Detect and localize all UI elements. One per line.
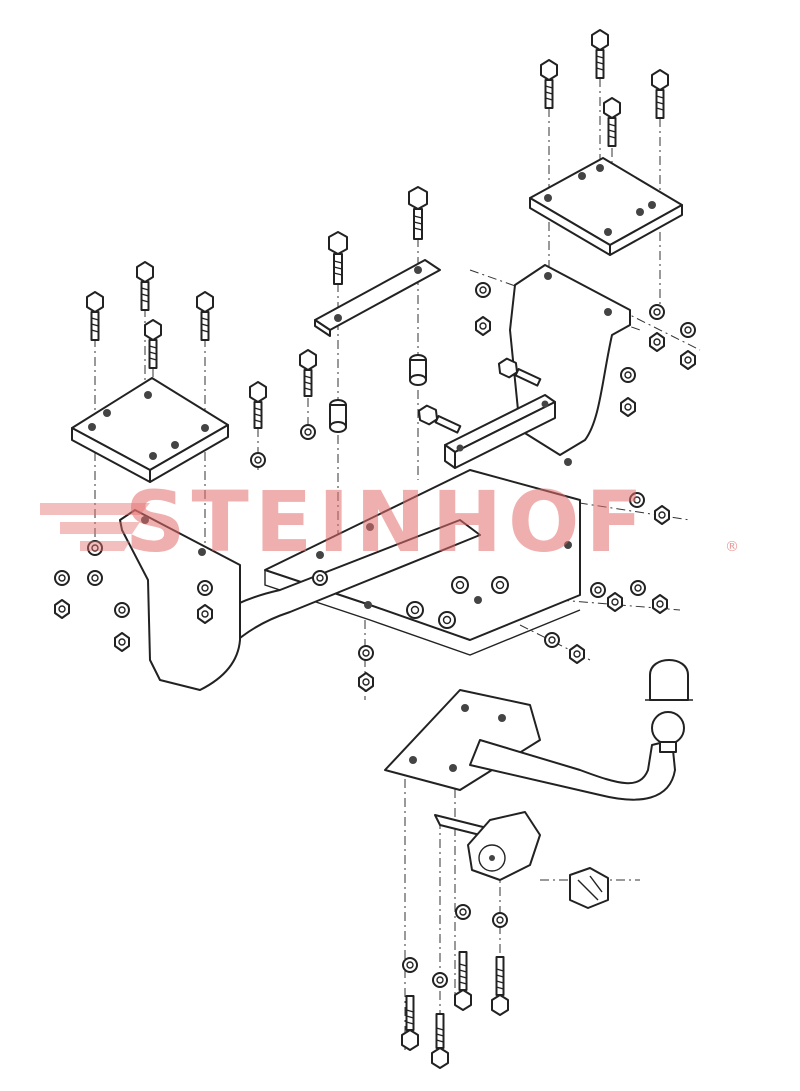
center-strap-plate <box>314 259 441 337</box>
washer <box>680 322 696 338</box>
spacer-sleeve <box>329 399 347 433</box>
lock-washer <box>406 601 424 619</box>
washer <box>197 580 213 596</box>
washer <box>590 582 606 598</box>
washer <box>114 602 130 618</box>
nut <box>197 604 213 624</box>
nut <box>475 316 491 336</box>
nut <box>114 632 130 652</box>
watermark-registered-mark: ® <box>725 539 739 555</box>
washer <box>492 912 508 928</box>
lock-washer <box>491 576 509 594</box>
washer <box>544 632 560 648</box>
left-side-bracket <box>119 509 241 691</box>
bolt <box>651 69 669 119</box>
tow-ball <box>651 711 685 753</box>
bolt <box>454 951 472 1011</box>
washers-and-nuts <box>54 282 696 988</box>
bolt <box>540 59 558 109</box>
nut <box>54 599 70 619</box>
spacer-sleeves <box>329 354 427 433</box>
washer <box>54 570 70 586</box>
washer <box>630 580 646 596</box>
bolt <box>249 381 267 429</box>
washer <box>300 424 316 440</box>
main-crossbar-frame <box>189 458 581 676</box>
tow-ball-cap <box>645 659 693 701</box>
bolt <box>497 357 542 387</box>
bolt <box>401 995 419 1051</box>
nut <box>649 332 665 352</box>
washer <box>432 972 448 988</box>
nut <box>680 350 696 370</box>
bolt <box>417 404 462 434</box>
washer <box>629 492 645 508</box>
watermark-brand-text: STEINHOF <box>125 473 649 571</box>
lock-washer <box>451 576 469 594</box>
nut <box>607 592 623 612</box>
bolt <box>491 956 509 1016</box>
washer <box>455 904 471 920</box>
bolt <box>431 1013 449 1069</box>
steinhof-watermark: STEINHOF ® <box>40 473 739 571</box>
electrical-plug <box>569 867 609 909</box>
nut <box>620 397 636 417</box>
bolts <box>86 29 669 1069</box>
bolt <box>603 97 621 147</box>
washer <box>402 957 418 973</box>
washer <box>358 645 374 661</box>
washer <box>87 570 103 586</box>
nut <box>569 644 585 664</box>
bolt <box>299 349 317 397</box>
spacer-sleeve <box>409 354 427 386</box>
washer <box>312 570 328 586</box>
bolt <box>136 261 154 311</box>
bolt <box>328 231 348 285</box>
bolt <box>196 291 214 341</box>
washer <box>649 304 665 320</box>
washer <box>87 540 103 556</box>
upper-right-mounting-plate <box>529 157 683 256</box>
bolt <box>408 186 428 240</box>
bolt <box>86 291 104 341</box>
bolt <box>144 319 162 369</box>
upper-left-mounting-plate <box>71 377 229 483</box>
washer <box>620 367 636 383</box>
lock-washer <box>438 611 456 629</box>
electrical-socket <box>434 811 541 881</box>
angle-bracket <box>444 394 556 469</box>
nut <box>652 594 668 614</box>
nut <box>358 672 374 692</box>
nut <box>654 505 670 525</box>
bolt <box>591 29 609 79</box>
washer <box>475 282 491 298</box>
washer <box>250 452 266 468</box>
tow-bar-neck <box>384 689 676 801</box>
